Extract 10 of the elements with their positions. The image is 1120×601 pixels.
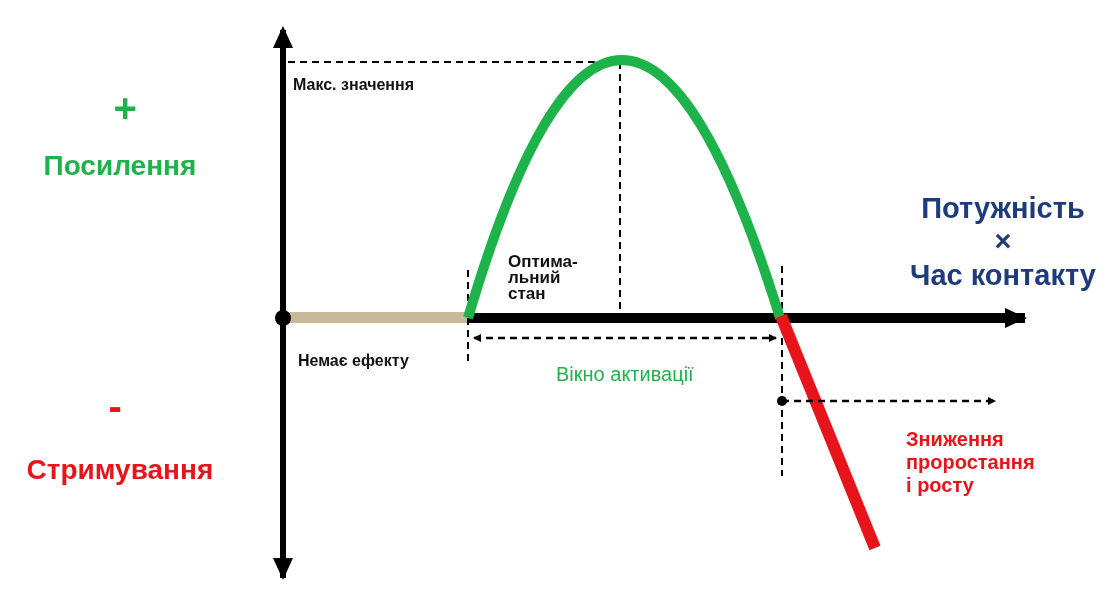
axis-label: Потужність × Час контакту: [910, 192, 1096, 293]
reduced-growth-label: Зниження проростання і росту: [906, 428, 1035, 497]
optimum-label: Оптима- льний стан: [508, 254, 578, 303]
no-effect-label: Немає ефекту: [298, 352, 409, 371]
max-value-label: Макс. значення: [293, 76, 414, 95]
plus-sign: +: [113, 85, 137, 131]
enhancement-label: Посилення: [43, 150, 197, 183]
minus-sign: -: [108, 383, 122, 429]
activation-window-label: Вікно активації: [556, 362, 694, 386]
inhibition-label: Стримування: [26, 454, 214, 487]
